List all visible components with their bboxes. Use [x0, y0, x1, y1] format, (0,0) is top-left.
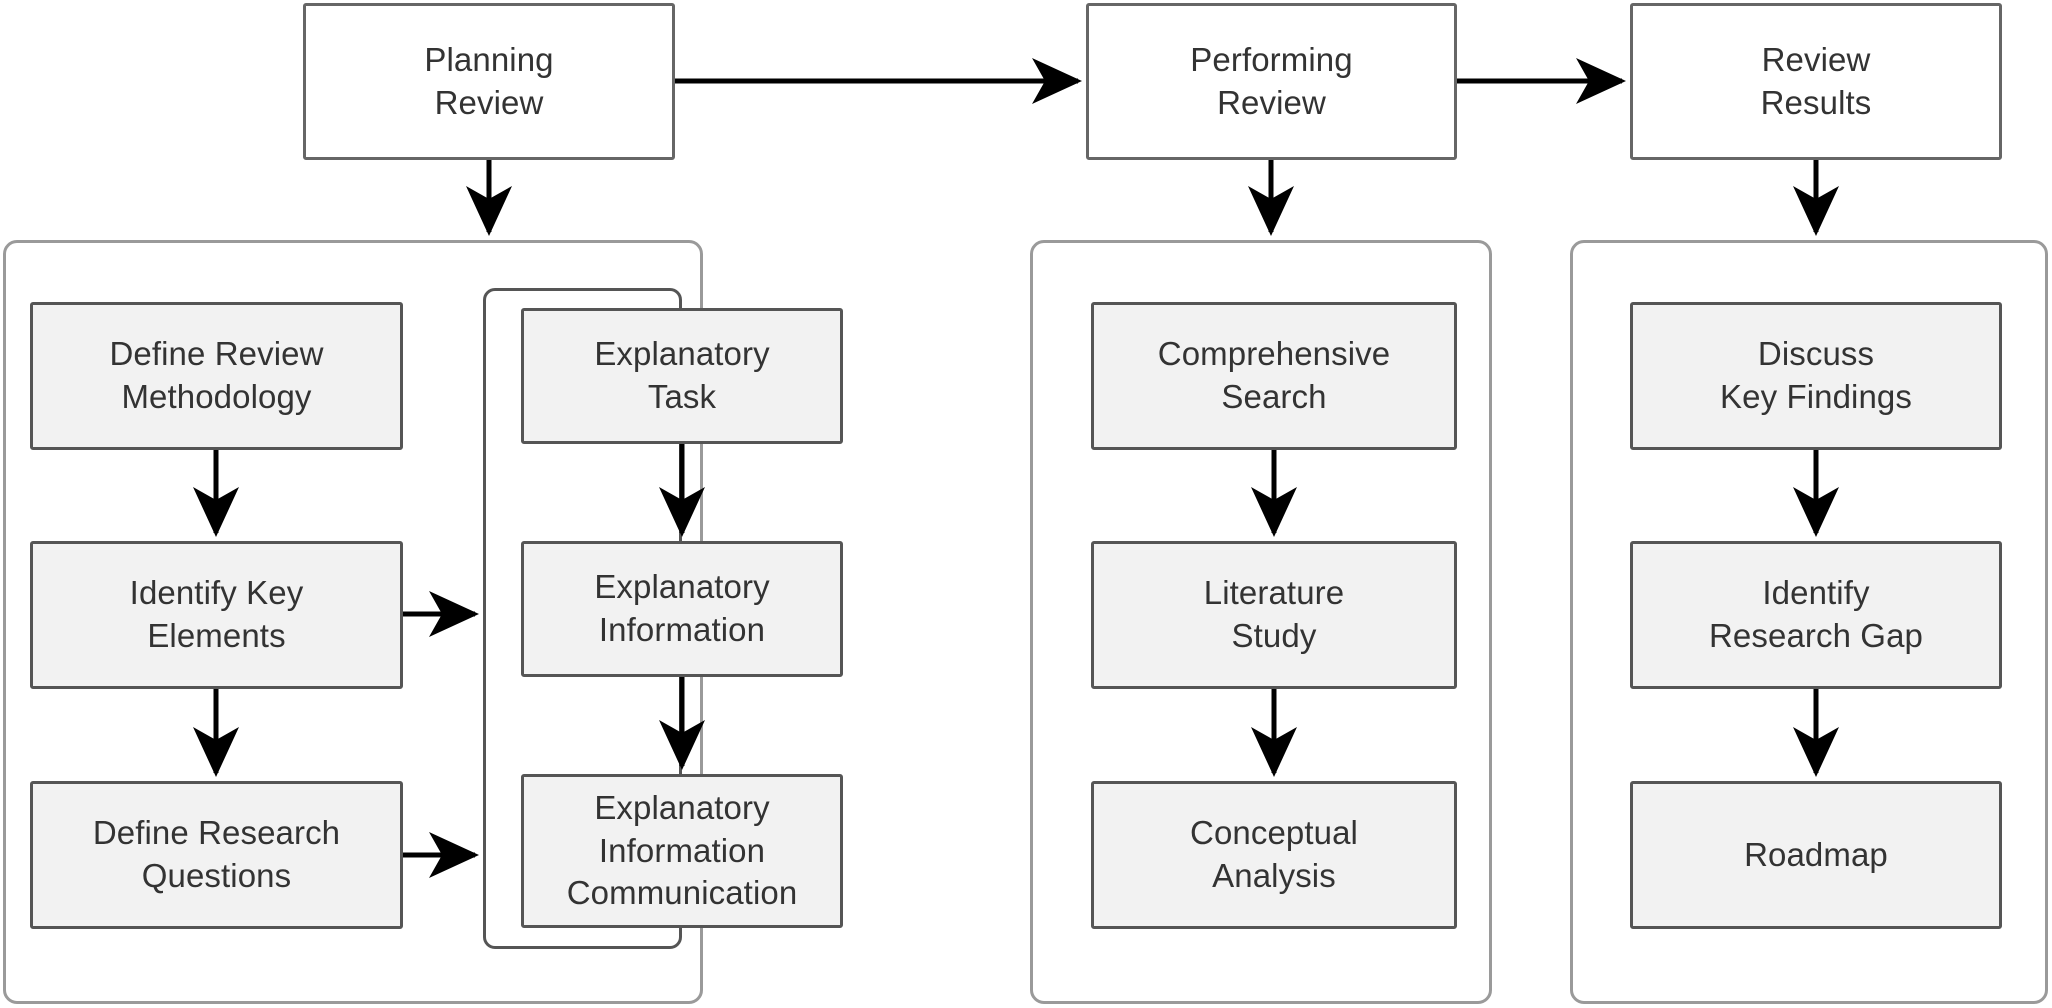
- step-roadmap-line1: Roadmap: [1744, 835, 1888, 873]
- step-explanatory-information-line1: Explanatory: [594, 568, 770, 606]
- step-identify-research-gap[interactable]: Identify Research Gap: [1630, 541, 2002, 689]
- step-explanatory-information-line2: Information: [598, 611, 766, 648]
- step-comprehensive-search[interactable]: Comprehensive Search: [1091, 302, 1457, 450]
- step-explanatory-task-line2: Task: [647, 378, 717, 415]
- step-identify-key-elements[interactable]: Identify Key Elements: [30, 541, 403, 689]
- phase-planning-review-line2: Review: [434, 83, 544, 121]
- step-explanatory-task-line1: Explanatory: [594, 335, 770, 373]
- step-define-review-methodology[interactable]: Define Review Methodology: [30, 302, 403, 450]
- phase-review-results-line2: Results: [1760, 83, 1872, 121]
- step-roadmap[interactable]: Roadmap: [1630, 781, 2002, 929]
- step-explanatory-information-communication-line2: Information: [598, 831, 766, 869]
- phase-review-results-line1: Review: [1761, 40, 1871, 78]
- phase-performing-review-line2: Review: [1217, 83, 1326, 121]
- phase-review-results[interactable]: Review Results: [1630, 3, 2002, 160]
- step-comprehensive-search-line2: Search: [1221, 378, 1327, 415]
- phase-planning-review[interactable]: Planning Review: [303, 3, 675, 160]
- step-identify-key-elements-line1: Identify Key: [129, 574, 304, 612]
- step-define-review-methodology-line1: Define Review: [109, 335, 324, 373]
- step-conceptual-analysis[interactable]: Conceptual Analysis: [1091, 781, 1457, 929]
- step-discuss-key-findings-line2: Key Findings: [1720, 378, 1912, 415]
- step-define-review-methodology-line2: Methodology: [121, 378, 312, 415]
- phase-performing-review-line1: Performing: [1190, 40, 1353, 78]
- step-define-research-questions-line2: Questions: [141, 857, 292, 894]
- step-explanatory-task[interactable]: Explanatory Task: [521, 308, 843, 444]
- step-discuss-key-findings-line1: Discuss: [1757, 335, 1875, 373]
- phase-planning-review-line1: Planning: [424, 40, 554, 78]
- step-explanatory-information-communication[interactable]: Explanatory Information Communication: [521, 774, 843, 928]
- step-comprehensive-search-line1: Comprehensive: [1157, 335, 1391, 373]
- step-identify-key-elements-line2: Elements: [147, 617, 286, 654]
- step-explanatory-information-communication-line3: Communication: [566, 874, 798, 912]
- step-define-research-questions[interactable]: Define Research Questions: [30, 781, 403, 929]
- step-conceptual-analysis-line2: Analysis: [1212, 857, 1336, 894]
- step-conceptual-analysis-line1: Conceptual: [1190, 814, 1358, 852]
- step-literature-study-line1: Literature: [1203, 574, 1345, 612]
- step-explanatory-information-communication-line1: Explanatory: [594, 788, 770, 826]
- step-discuss-key-findings[interactable]: Discuss Key Findings: [1630, 302, 2002, 450]
- step-define-research-questions-line1: Define Research: [92, 814, 341, 852]
- phase-performing-review[interactable]: Performing Review: [1086, 3, 1457, 160]
- step-literature-study-line2: Study: [1231, 617, 1317, 654]
- step-explanatory-information[interactable]: Explanatory Information: [521, 541, 843, 677]
- step-identify-research-gap-line2: Research Gap: [1709, 617, 1923, 654]
- step-literature-study[interactable]: Literature Study: [1091, 541, 1457, 689]
- step-identify-research-gap-line1: Identify: [1762, 574, 1870, 612]
